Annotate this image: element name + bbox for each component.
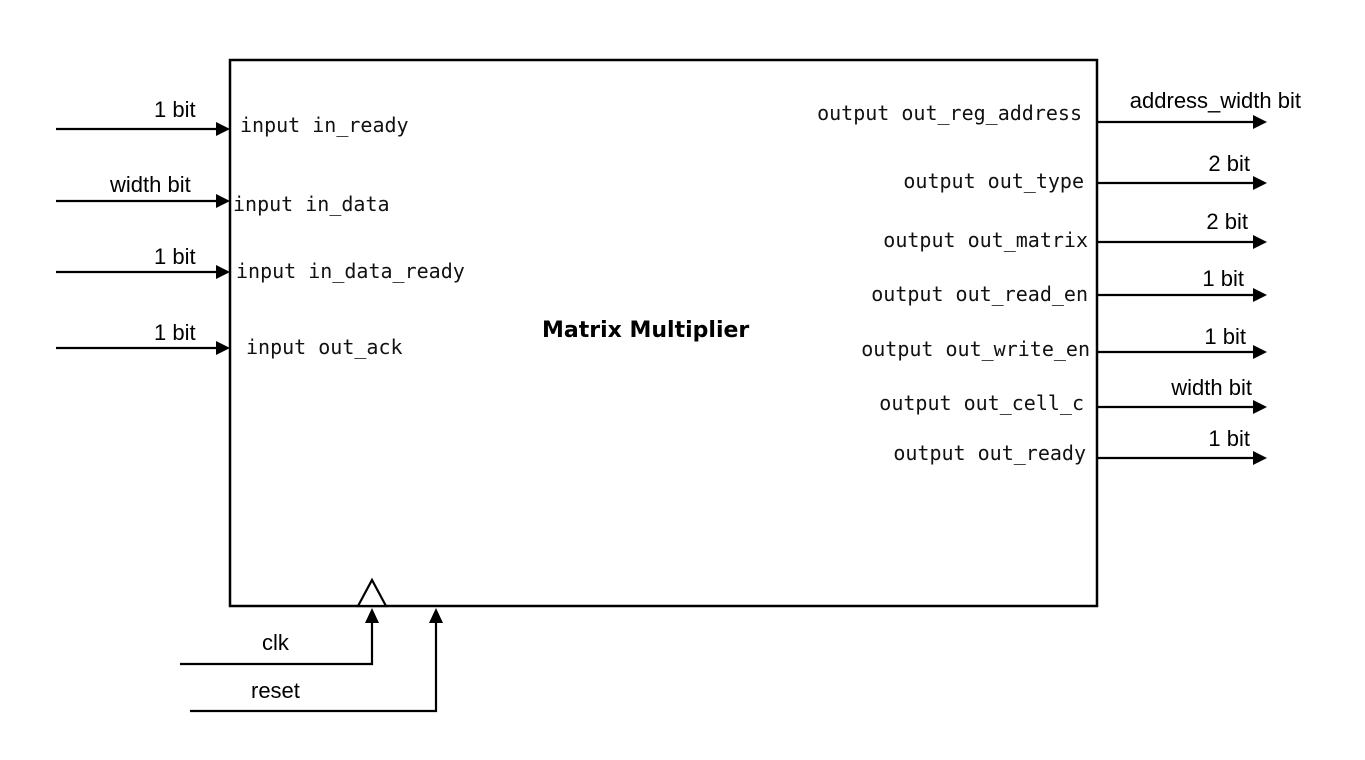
input-port-in_ready: 1 bit input in_ready bbox=[56, 97, 409, 137]
output-port-out_reg_address: address_width bit output out_reg_address bbox=[817, 88, 1301, 129]
output-port-label: output out_cell_c bbox=[879, 391, 1084, 415]
output-width-label: 1 bit bbox=[1202, 266, 1244, 291]
output-port-out_write_en: 1 bit output out_write_en bbox=[861, 324, 1267, 361]
matrix-multiplier-block bbox=[228, 58, 1099, 608]
output-width-label: 2 bit bbox=[1206, 209, 1248, 234]
input-port-in_data: width bit input in_data bbox=[56, 172, 390, 216]
input-width-label: 1 bit bbox=[154, 244, 196, 269]
input-port-label: input in_data bbox=[233, 192, 390, 216]
output-width-label: width bit bbox=[1170, 375, 1252, 400]
output-port-label: output out_reg_address bbox=[817, 101, 1082, 125]
reset-port: reset bbox=[190, 608, 443, 713]
input-port-out_ack: 1 bit input out_ack bbox=[56, 320, 403, 359]
output-port-out_read_en: 1 bit output out_read_en bbox=[871, 266, 1267, 306]
output-port-label: output out_ready bbox=[893, 441, 1086, 465]
output-port-label: output out_write_en bbox=[861, 337, 1090, 361]
input-port-label: input in_ready bbox=[240, 113, 409, 137]
output-width-label: 2 bit bbox=[1208, 151, 1250, 176]
output-port-label: output out_read_en bbox=[871, 282, 1088, 306]
output-port-out_ready: 1 bit output out_ready bbox=[893, 426, 1267, 465]
input-port-label: input in_data_ready bbox=[236, 259, 465, 283]
output-port-out_matrix: 2 bit output out_matrix bbox=[883, 209, 1267, 252]
output-ports: address_width bit output out_reg_address… bbox=[817, 88, 1301, 465]
input-port-label: input out_ack bbox=[246, 335, 403, 359]
clk-label: clk bbox=[262, 630, 290, 655]
output-width-label: 1 bit bbox=[1204, 324, 1246, 349]
output-width-label: address_width bit bbox=[1130, 88, 1301, 113]
clock-triangle-icon bbox=[356, 577, 388, 608]
clock-port: clk bbox=[180, 577, 388, 666]
output-port-label: output out_matrix bbox=[883, 228, 1088, 252]
input-ports: 1 bit input in_ready width bit input in_… bbox=[56, 97, 465, 359]
input-width-label: 1 bit bbox=[154, 320, 196, 345]
output-port-label: output out_type bbox=[903, 169, 1084, 193]
output-width-label: 1 bit bbox=[1208, 426, 1250, 451]
block-title: Matrix Multiplier bbox=[542, 318, 749, 343]
output-port-out_type: 2 bit output out_type bbox=[903, 151, 1267, 193]
output-port-out_cell_c: width bit output out_cell_c bbox=[879, 375, 1267, 415]
input-width-label: 1 bit bbox=[154, 97, 196, 122]
reset-label: reset bbox=[251, 678, 300, 703]
input-port-in_data_ready: 1 bit input in_data_ready bbox=[56, 244, 465, 283]
input-width-label: width bit bbox=[109, 172, 191, 197]
